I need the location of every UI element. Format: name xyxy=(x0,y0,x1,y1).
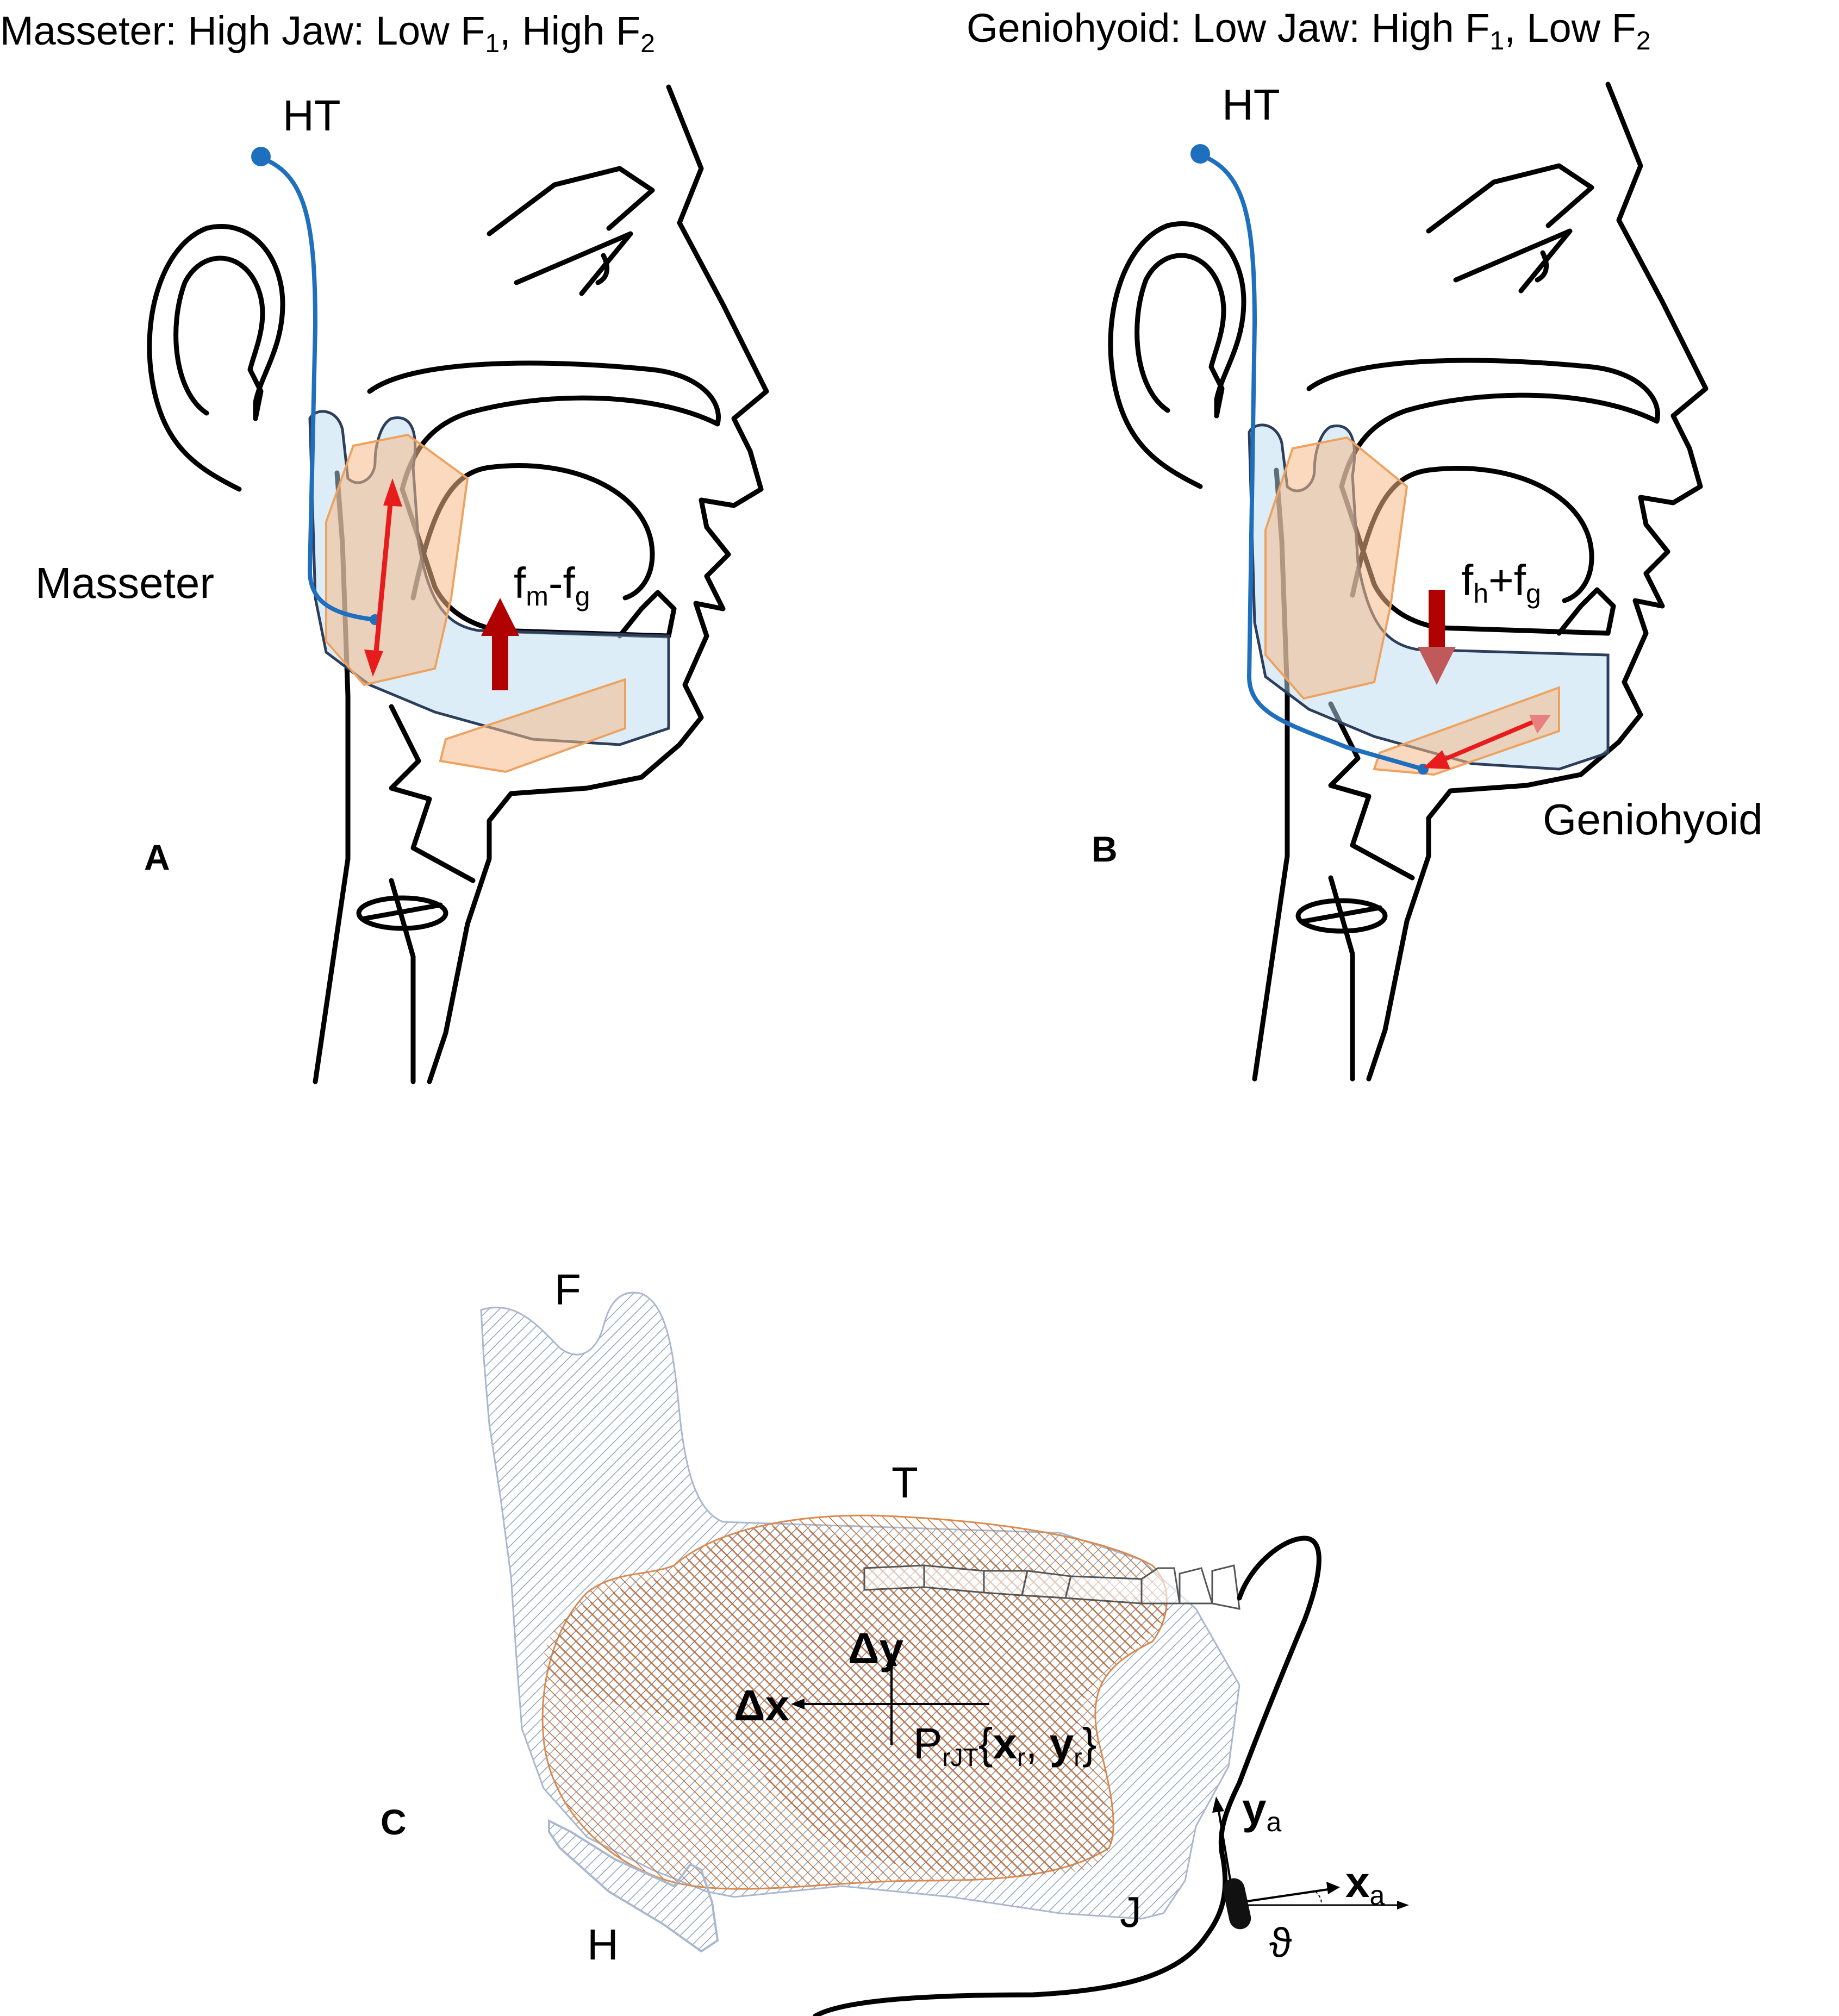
larynx-ring-b xyxy=(1295,898,1388,934)
masseter-arrow xyxy=(372,491,394,664)
hyoid-region-h xyxy=(548,1819,719,1953)
lips xyxy=(617,590,677,639)
theta-arc xyxy=(1315,1891,1322,1906)
ya-arrow-head xyxy=(1212,1796,1224,1813)
eyebrow xyxy=(487,166,655,236)
accelerometer-sensor xyxy=(1223,1878,1251,1930)
xa-axis xyxy=(1239,1888,1332,1903)
trachea-b xyxy=(1328,875,1355,1082)
eyebrow-b xyxy=(1426,163,1594,234)
panel-b-title: Geniohyoid: Low Jaw: High F1, Low F2 xyxy=(967,5,1651,55)
force-label-a: fm-fg xyxy=(514,559,590,611)
geniohyoid-arrow-head-right xyxy=(1529,715,1551,734)
geniohyoid-arrow xyxy=(1433,718,1538,766)
ht-label: HT xyxy=(283,91,341,140)
larynx-line xyxy=(361,902,443,921)
label-xa: xa xyxy=(1345,1858,1385,1911)
dy-arrow-head xyxy=(886,1652,897,1666)
label-t: T xyxy=(892,1458,918,1507)
tendon-anchor-b xyxy=(1190,144,1210,164)
palate-b xyxy=(1306,358,1660,489)
panel-b-letter: B xyxy=(1092,829,1118,869)
teeth xyxy=(863,1564,1240,1610)
label-f: F xyxy=(554,1265,581,1314)
ear-inner-b xyxy=(1134,253,1226,419)
tendon-ht-b xyxy=(1198,153,1425,771)
larynx-line-b xyxy=(1301,905,1382,924)
panel-c-letter: C xyxy=(381,1802,407,1842)
label-point: PrJT{xr, yr} xyxy=(913,1719,1096,1771)
ear-inner xyxy=(173,255,265,421)
panel-c: F T H J Δy Δx PrJT{xr, yr} ya xa ϑ C xyxy=(381,1265,1409,2016)
force-arrow-down-shaft xyxy=(1429,590,1445,650)
tendon-ht xyxy=(259,155,377,622)
panel-a-letter: A xyxy=(144,837,170,877)
label-theta: ϑ xyxy=(1269,1920,1292,1966)
face-profile-b xyxy=(1366,82,1709,1082)
label-dx: Δx xyxy=(734,1681,789,1730)
tendon-anchor xyxy=(251,147,271,166)
palate xyxy=(367,360,721,492)
force-arrow-up-shaft xyxy=(492,636,508,690)
xa-arrow-head xyxy=(1326,1882,1340,1894)
geniohyoid-muscle xyxy=(439,678,626,773)
ear-outline xyxy=(147,224,285,492)
panel-a: Masseter: High Jaw: Low F1, High F2 xyxy=(0,8,769,1084)
eye xyxy=(595,253,610,285)
horizontal-arrow-head xyxy=(1397,1901,1409,1909)
panel-b: Geniohyoid: Low Jaw: High F1, Low F2 HT xyxy=(967,5,1763,1082)
label-ya: ya xyxy=(1242,1784,1282,1837)
ht-label-b: HT xyxy=(1222,80,1280,129)
panel-a-title: Masseter: High Jaw: Low F1, High F2 xyxy=(0,8,655,58)
dx-arrow-head xyxy=(791,1699,805,1709)
masseter-muscle-b xyxy=(1264,436,1408,700)
eye-lid xyxy=(514,231,633,296)
eye-lid-b xyxy=(1453,228,1573,294)
chin-outline xyxy=(813,1536,1321,2016)
lips-b xyxy=(1556,587,1616,636)
trachea xyxy=(389,878,416,1084)
masseter-muscle xyxy=(325,433,469,686)
masseter-arrow-head-top xyxy=(383,478,402,507)
force-arrow-up-head xyxy=(481,598,519,636)
label-j: J xyxy=(1120,1888,1142,1936)
geniohyoid-label: Geniohyoid xyxy=(1543,795,1763,844)
masseter-arrow-head-bottom xyxy=(364,650,383,677)
overlap-region xyxy=(544,1526,1169,1876)
geniohyoid-arrow-head-left xyxy=(1423,750,1450,769)
eye-b xyxy=(1535,250,1549,283)
force-label-b: fh+fg xyxy=(1461,556,1541,609)
larynx-ring xyxy=(356,895,448,931)
geniohyoid-muscle-b xyxy=(1373,686,1560,776)
force-arrow-down-head xyxy=(1418,647,1456,685)
label-h: H xyxy=(587,1920,619,1969)
face-profile xyxy=(427,84,769,1084)
ear-outline-b xyxy=(1108,221,1246,489)
masseter-label: Masseter xyxy=(35,559,214,607)
label-dy: Δy xyxy=(848,1624,904,1672)
pharynx-front xyxy=(389,704,476,883)
